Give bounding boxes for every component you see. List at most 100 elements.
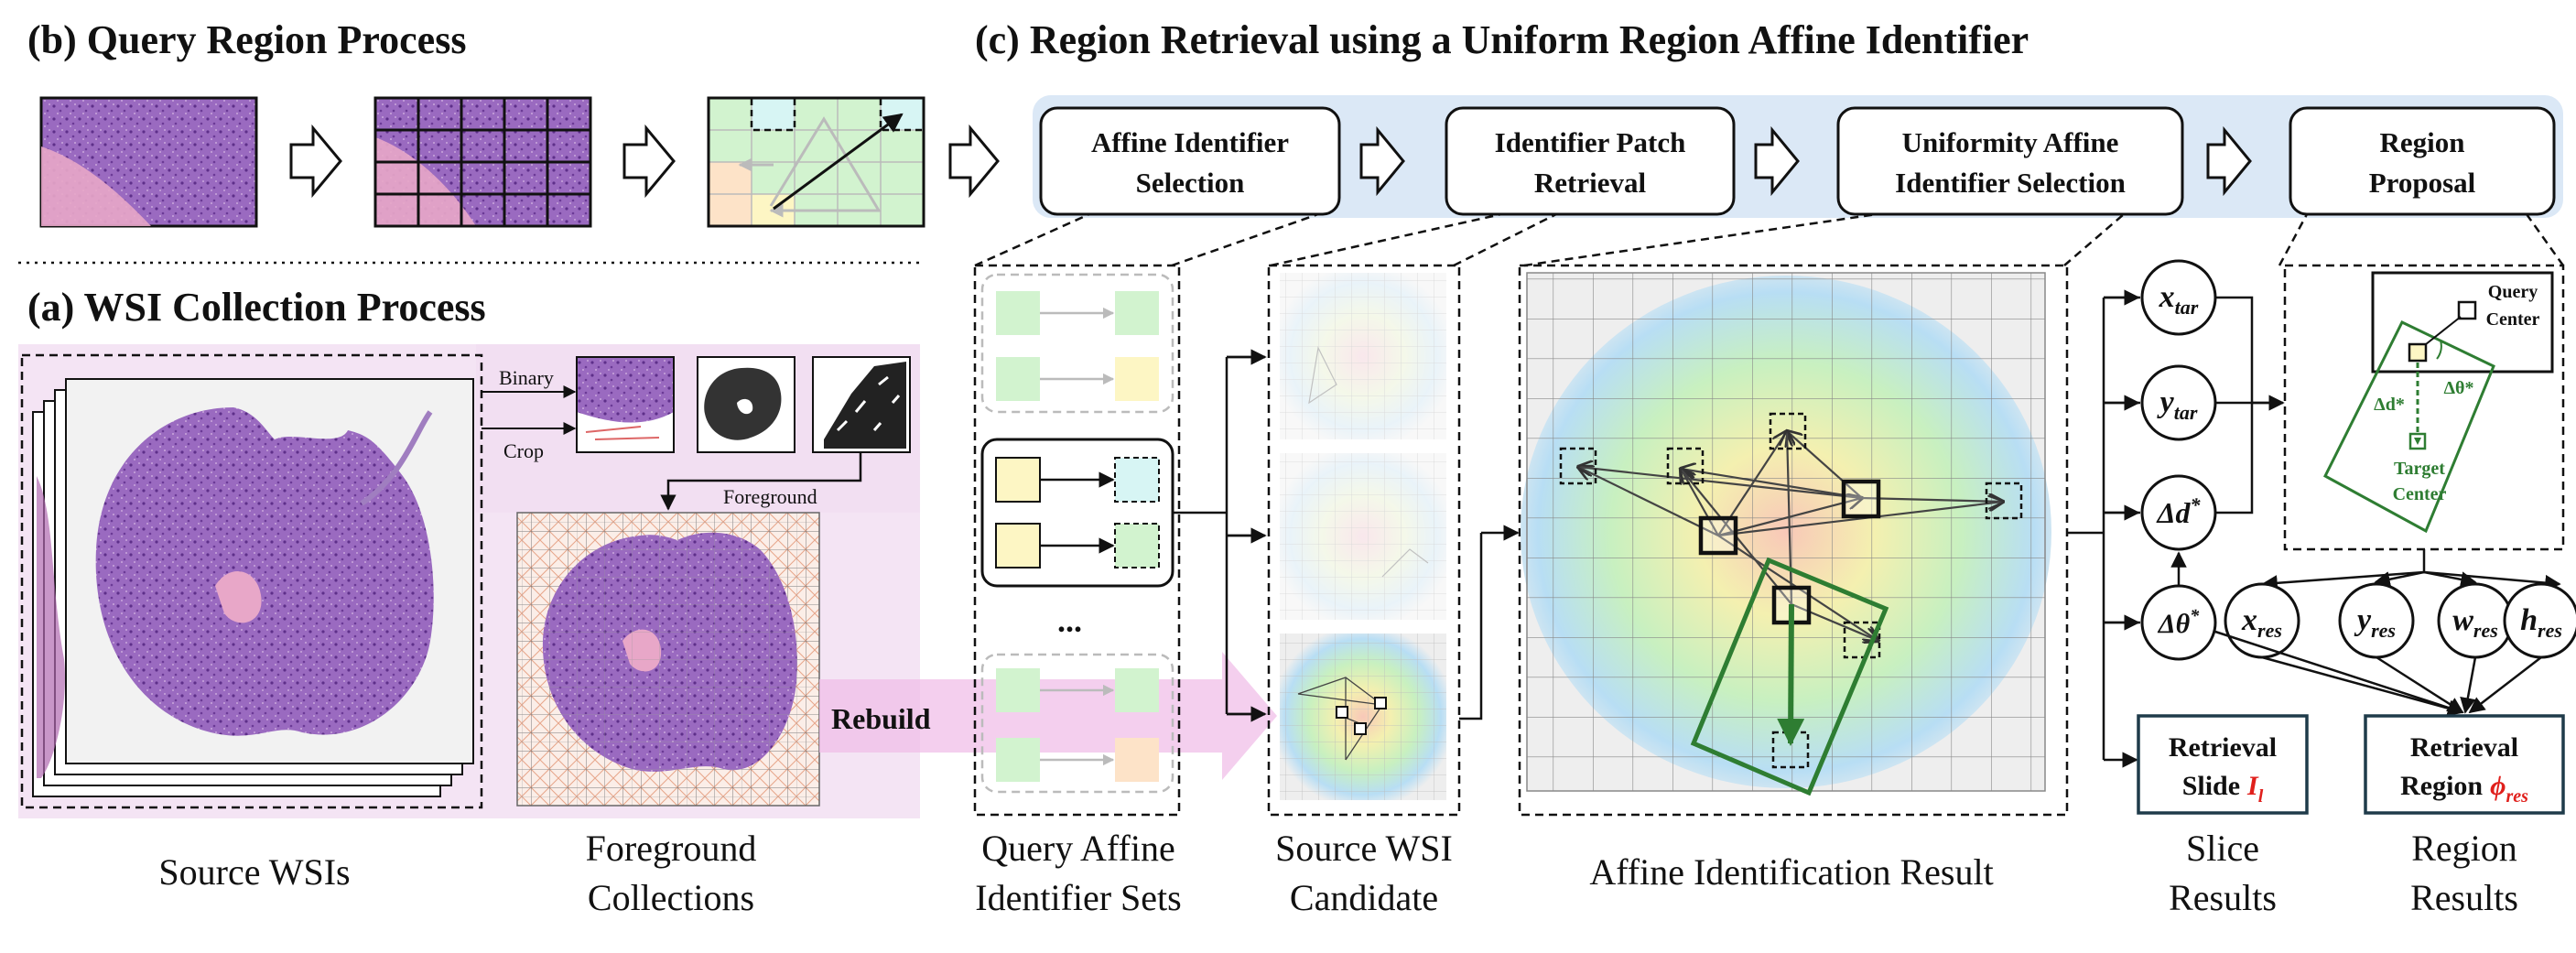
svg-text:yres: yres [2354, 603, 2396, 642]
step3-line2: Identifier Selection [1895, 167, 2126, 199]
caption-query-affine-1: Query Affine [981, 828, 1174, 869]
step2-line1: Identifier Patch [1495, 126, 1686, 158]
retrieval-region-line2: Region [2400, 771, 2483, 801]
query-center-line1: Query [2488, 282, 2538, 302]
x-tar-base: x [2159, 280, 2175, 314]
binary-thumb [697, 356, 796, 453]
candidate-1 [1280, 273, 1446, 439]
caption-region-results-2: Results [2410, 877, 2518, 918]
caption-source-candidate-1: Source WSI [1275, 828, 1453, 869]
delta-d-label: Δd* [2374, 395, 2405, 415]
block-arrow-1 [289, 124, 342, 199]
foreground-label: Foreground [723, 485, 817, 508]
connector-to-result [1459, 533, 1483, 720]
step3-line1: Uniformity Affine [1902, 126, 2119, 158]
tar-merge-lines [2215, 296, 2275, 405]
delta-d-sup: * [2191, 493, 2202, 516]
var-x-res: xres [2224, 582, 2300, 659]
candidate-2 [1280, 453, 1446, 620]
pipeline-arrow-1 [1359, 125, 1405, 197]
pipeline-step-affine-identifier-selection: Affine Identifier Selection [1039, 106, 1341, 216]
identifier-set-n [980, 653, 1174, 794]
rebuild-arrow [819, 652, 1277, 780]
affine-result-heatmap [1521, 272, 2051, 792]
step2-line2: Retrieval [1534, 167, 1647, 199]
target-center-line2: Center [2393, 484, 2447, 504]
caption-source-wsis: Source WSIs [158, 851, 350, 893]
y-res-sub: res [2371, 619, 2396, 642]
query-patch [39, 96, 258, 228]
caption-slice-results-2: Results [2169, 877, 2277, 918]
x-res-sub: res [2257, 619, 2282, 642]
query-patch-grid [373, 96, 592, 228]
source-wsi-stack [32, 378, 474, 797]
crop-label: Crop [503, 439, 544, 462]
target-region-box [1690, 557, 1889, 796]
svg-text:Δθ*: Δθ* [2158, 606, 2200, 639]
pipeline-step-uniformity-affine-identifier-selection: Uniformity Affine Identifier Selection [1836, 106, 2184, 216]
query-affine-sets-box [973, 264, 1181, 817]
caption-source-candidate-2: Candidate [1290, 877, 1438, 918]
var-h-res: hres [2503, 582, 2576, 659]
caption-query-affine-2: Identifier Sets [975, 877, 1182, 918]
w-res-sub: res [2473, 619, 2498, 642]
delta-theta-label: Δθ* [2444, 378, 2474, 398]
svg-text:ytar: ytar [2157, 385, 2198, 424]
wsi-collection-title: (a) WSI Collection Process [27, 285, 486, 330]
var-delta-theta: Δθ* [2140, 584, 2217, 661]
block-arrow-2 [622, 124, 676, 199]
retrieval-region-sub: res [2506, 786, 2528, 807]
pipeline-arrow-3 [2206, 125, 2252, 197]
block-arrow-3 [948, 124, 1000, 199]
var-w-res: wres [2437, 582, 2514, 659]
ellipsis: ... [1057, 602, 1082, 639]
pipeline-step-identifier-patch-retrieval: Identifier Patch Retrieval [1445, 106, 1736, 216]
proposal-fan-arrows [2261, 570, 2561, 591]
var-y-res: yres [2338, 582, 2415, 659]
foreground-arrow [660, 452, 862, 511]
identifier-set-selected [980, 438, 1174, 588]
caption-foreground-2: Collections [588, 877, 754, 918]
svg-text:Δd*: Δd* [2155, 493, 2201, 529]
query-identifier-grid [707, 96, 925, 228]
retrieval-slide-line1: Retrieval [2169, 732, 2277, 763]
pipeline-arrow-2 [1754, 125, 1800, 197]
step4-line2: Proposal [2369, 167, 2476, 199]
var-delta-d: Δd* [2140, 474, 2217, 551]
retrieval-region-line1: Retrieval [2410, 732, 2518, 763]
crop-tissue-thumb [576, 356, 675, 453]
step1-line1: Affine Identifier [1091, 126, 1289, 158]
y-res-base: y [2354, 603, 2372, 637]
svg-text:xtar: xtar [2159, 280, 2199, 319]
identifier-set-1 [980, 273, 1174, 414]
h-res-sub: res [2538, 619, 2562, 642]
x-tar-sub: tar [2175, 296, 2199, 319]
step4-line1: Region [2380, 126, 2465, 158]
candidate-3-selected [1280, 634, 1446, 800]
delta-theta-sup: * [2190, 606, 2200, 626]
query-center-line2: Center [2486, 309, 2540, 330]
delta-theta-base: Δθ [2158, 609, 2191, 639]
w-res-base: w [2452, 603, 2473, 637]
retrieval-slide-line2: Slide [2182, 771, 2240, 801]
source-wsis-dashed-box [20, 353, 483, 809]
svg-text:xres: xres [2241, 603, 2282, 642]
h-res-base: h [2520, 603, 2538, 637]
step1-line2: Selection [1136, 167, 1245, 199]
foreground-grid [516, 512, 820, 807]
results-merge-arrows [2214, 630, 2542, 717]
y-tar-base: y [2157, 385, 2175, 419]
binary-label: Binary [499, 366, 554, 389]
delta-d-to-proposal [2215, 403, 2254, 514]
zoom-connectors [974, 212, 2565, 267]
caption-affine-result: Affine Identification Result [1589, 851, 1993, 893]
svg-text:hres: hres [2520, 603, 2562, 642]
query-region-title: (b) Query Region Process [27, 17, 466, 62]
delta-d-base: Δd [2155, 496, 2191, 529]
region-proposal-diagram [2323, 271, 2554, 534]
svg-text:wres: wres [2452, 603, 2498, 642]
pipeline-step-region-proposal: Region Proposal [2289, 106, 2556, 216]
